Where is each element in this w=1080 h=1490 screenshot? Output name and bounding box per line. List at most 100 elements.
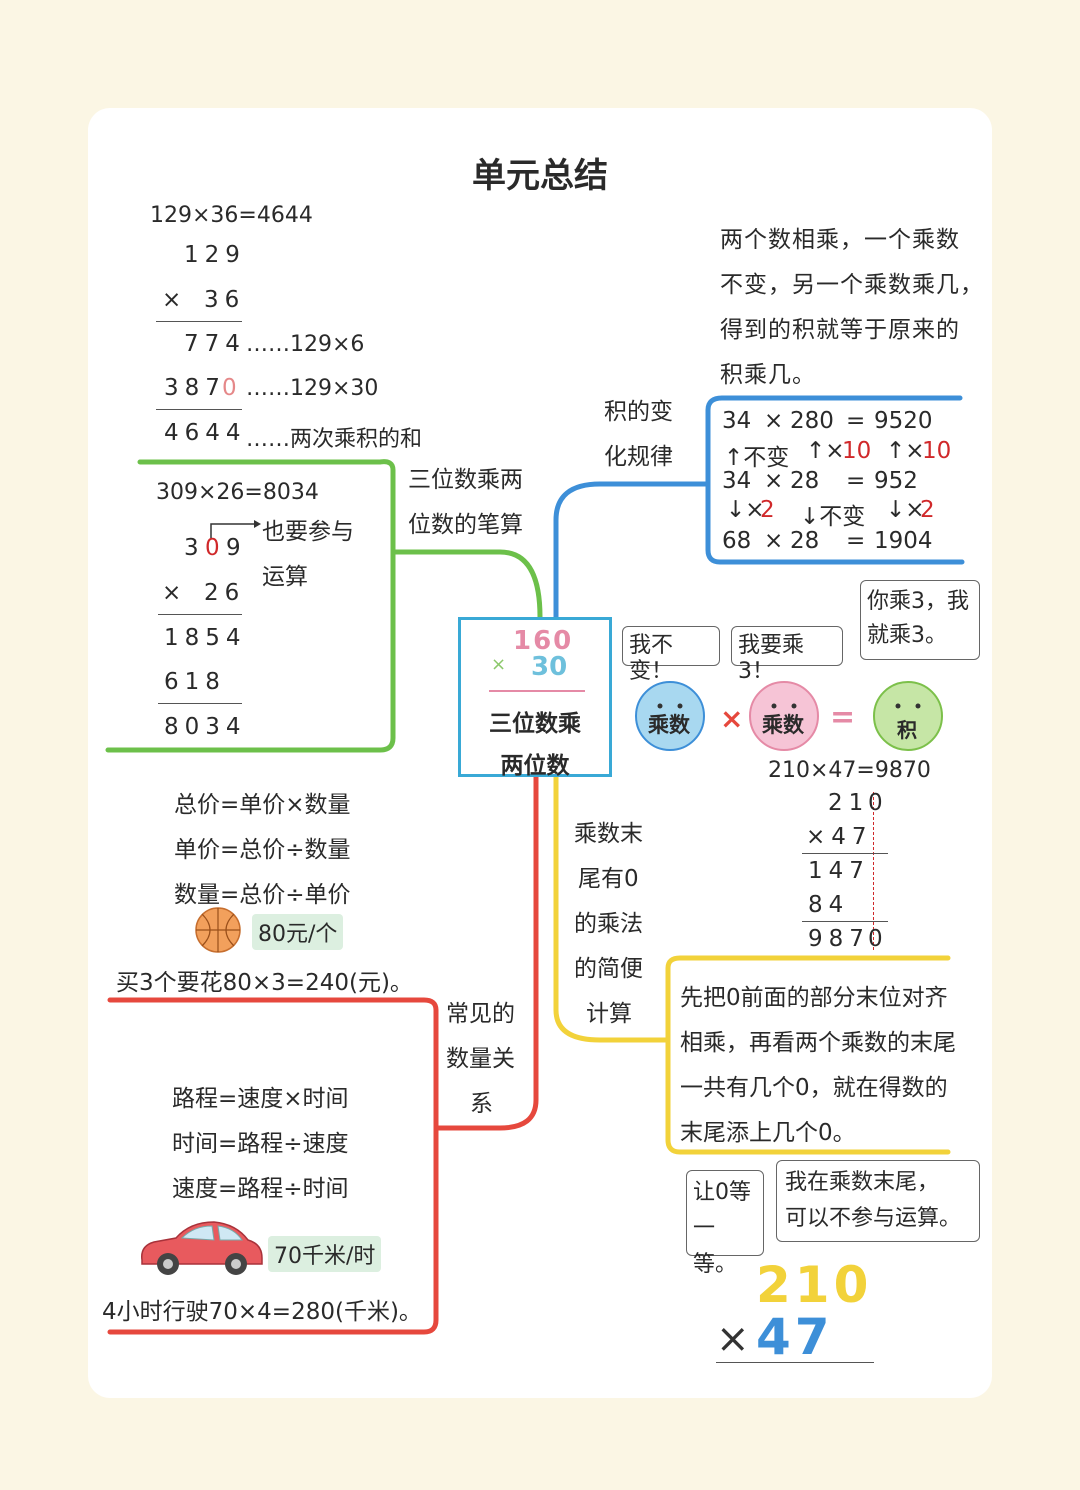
pt-r1-eq: = xyxy=(846,408,866,434)
character-multiplier-blue xyxy=(635,681,705,751)
car-icon xyxy=(141,1221,263,1275)
rule-line-3: 得到的积就等于原来的 xyxy=(720,317,960,343)
character-multiplier-pink xyxy=(749,681,819,751)
pt-r2-b-num: 10 xyxy=(842,438,872,464)
qty2-example: 4小时行驶70×4=280(千米)。 xyxy=(102,1299,422,1325)
bubble-wait-l2: 一等。 xyxy=(693,1216,738,1277)
calc1-row1: 129 xyxy=(184,242,246,268)
pt-r2-a: ↑不变 xyxy=(724,445,790,471)
char-times: × xyxy=(720,702,744,735)
yellow-branch xyxy=(553,774,951,1155)
bubble-times3: 我要乘3！ xyxy=(731,626,843,684)
calc3-row1-zero: 0 xyxy=(868,790,883,816)
red-branch xyxy=(107,774,539,1335)
zero-line-1: 先把0前面的部分末位对齐 xyxy=(680,985,948,1011)
qty1-example: 买3个要花80×3=240(元)。 xyxy=(116,970,413,996)
calc2-equation: 309×26=8034 xyxy=(156,480,319,505)
pt-r5-c: 1904 xyxy=(874,528,933,554)
calc3-row1: 21 xyxy=(828,790,870,816)
rule-line-1: 两个数相乘，一个乘数 xyxy=(720,227,960,253)
label-zero-5: 计算 xyxy=(586,1001,632,1027)
rule-line-2: 不变，另一个乘数乘几， xyxy=(720,272,984,298)
pt-r1-c: 9520 xyxy=(874,408,933,434)
bubble-at-end-l2: 可以不参与运算。 xyxy=(785,1206,962,1231)
blue-branch xyxy=(553,395,965,620)
calc3-row5: 987 xyxy=(808,926,870,952)
calc1-row3: 774 xyxy=(184,331,246,357)
zero-line-3: 一共有几个0，就在得数的 xyxy=(680,1075,948,1101)
calc2-note-1: 也要参与 xyxy=(262,519,354,545)
bubble-you-times3-l2: 就乘3。 xyxy=(867,623,947,648)
pt-r4-a-num: 2 xyxy=(760,497,775,523)
character-product-green xyxy=(873,681,943,751)
label-zero-2: 尾有0 xyxy=(578,866,639,892)
pt-r4-b: ↓不变 xyxy=(800,504,866,530)
label-zero-1: 乘数末 xyxy=(574,821,643,847)
calc1-row5-note: ……两次乘积的和 xyxy=(246,427,423,452)
calc2-arrow xyxy=(210,520,261,538)
pt-r2-c-arrow: ↑× xyxy=(886,438,925,464)
pt-r5-b: 28 xyxy=(790,528,820,554)
calc3-line2 xyxy=(802,921,888,922)
label-product-1: 积的变 xyxy=(604,399,673,425)
pt-r2-c-num: 10 xyxy=(922,438,952,464)
char1-label: 乘数 xyxy=(648,713,690,737)
label-product-2: 化规律 xyxy=(604,444,673,470)
calc1-equation: 129×36=4644 xyxy=(150,203,313,228)
label-zero-4: 的简便 xyxy=(574,956,643,982)
pt-r5-a: 68 xyxy=(722,528,752,554)
green-branch xyxy=(105,459,543,753)
center-mini-bottom: 30 xyxy=(531,652,568,682)
calc2-top-zero: 0 xyxy=(205,535,220,561)
calc3-line1 xyxy=(802,853,888,854)
big-digits-top: 210 xyxy=(756,1256,872,1314)
pt-r3-op: × xyxy=(764,468,784,494)
pt-r1-a: 34 xyxy=(722,408,752,434)
center-title-line1: 三位数乘 xyxy=(489,711,581,737)
calc2-note-2: 运算 xyxy=(262,564,308,590)
pt-r5-op: × xyxy=(764,528,784,554)
bubble-wait: 让0等 一等。 xyxy=(686,1170,764,1277)
pt-r3-c: 952 xyxy=(874,468,918,494)
zero-line-4: 末尾添上几个0。 xyxy=(680,1120,856,1146)
pt-r3-a: 34 xyxy=(722,468,752,494)
qty1-f3: 数量=总价÷单价 xyxy=(174,882,351,908)
char2-label: 乘数 xyxy=(762,713,804,737)
pt-r5-eq: = xyxy=(846,528,866,554)
calc2-row5: 8034 xyxy=(164,714,247,740)
pt-r3-eq: = xyxy=(846,468,866,494)
bubble-wait-l1: 让0等 xyxy=(693,1180,751,1205)
bubble-you-times3-l1: 你乘3，我 xyxy=(867,589,969,614)
calc3-row3: 147 xyxy=(808,858,870,884)
bubble-at-end-l1: 我在乘数末尾， xyxy=(785,1170,940,1195)
calc1-row2: 36 xyxy=(204,287,246,313)
calc1-row3-note: ……129×6 xyxy=(246,332,365,357)
basketball-icon xyxy=(195,907,241,953)
qty2-f2: 时间=路程÷速度 xyxy=(172,1131,349,1157)
char-equals: = xyxy=(830,700,856,735)
center-mini-line xyxy=(489,690,585,692)
calc3-equation: 210×47=9870 xyxy=(768,758,931,783)
label-zero-3: 的乘法 xyxy=(574,911,643,937)
big-digits-op: × xyxy=(716,1316,750,1362)
big-digits-bottom: 47 xyxy=(756,1308,834,1366)
big-digits-top-text: 210 xyxy=(756,1256,873,1314)
qty2-f1: 路程=速度×时间 xyxy=(172,1086,349,1112)
label-qty-2: 数量关 xyxy=(446,1046,515,1072)
label-qty-1: 常见的 xyxy=(446,1001,515,1027)
bubble-you-times3: 你乘3，我 就乘3。 xyxy=(860,580,980,660)
calc1-times: × xyxy=(162,287,182,313)
qty1-f1: 总价=单价×数量 xyxy=(174,792,351,818)
pt-r4-c-num: 2 xyxy=(920,497,935,523)
label-qty-3: 系 xyxy=(470,1091,493,1117)
center-node: 160 × 30 三位数乘 两位数 xyxy=(458,617,612,779)
center-mini-top: 160 xyxy=(513,626,574,656)
calc3-dashed-line xyxy=(873,792,874,950)
pt-r4-c-arrow: ↓× xyxy=(886,497,925,523)
label-written-2: 位数的笔算 xyxy=(408,512,523,538)
calc1-line1 xyxy=(156,321,242,322)
calc2-row4: 618 xyxy=(164,669,226,695)
center-mini-op: × xyxy=(491,654,507,675)
calc3-row5-zero: 0 xyxy=(868,926,883,952)
